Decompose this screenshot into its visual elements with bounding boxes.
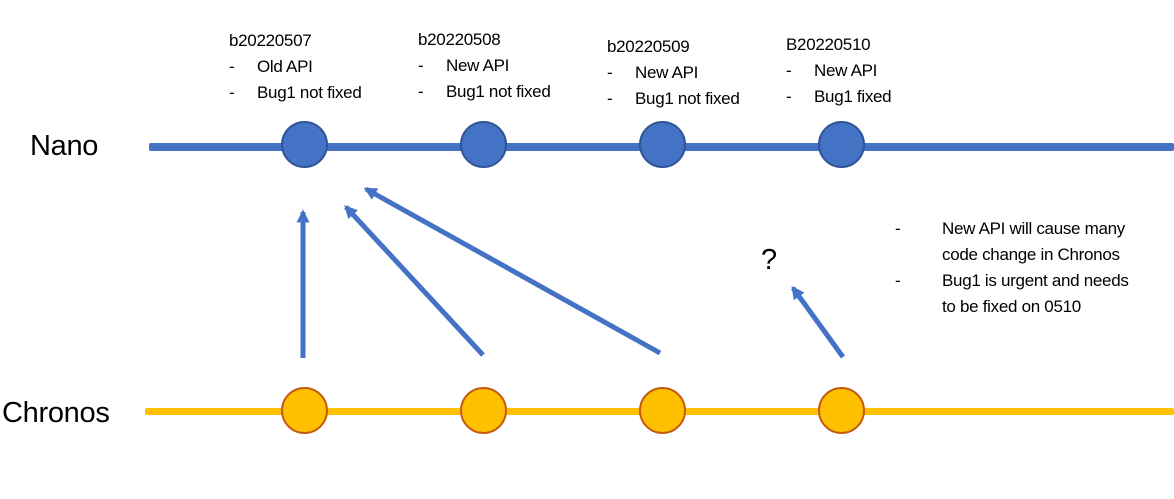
timeline-label-chronos: Chronos — [2, 397, 110, 429]
build-bullet: - New API — [418, 53, 551, 79]
build-bullet: - Bug1 fixed — [786, 84, 892, 110]
side-note: - New API will cause many code change in… — [895, 216, 1129, 320]
note-line: code change in Chronos — [942, 245, 1120, 264]
note-line: New API will cause many — [942, 219, 1126, 238]
build-block-b20220508: b20220508 - New API - Bug1 not fixed — [418, 27, 551, 105]
build-title: b20220508 — [418, 30, 501, 49]
bullet-dash: - — [418, 56, 424, 75]
bullet-dash: - — [786, 61, 792, 80]
bullet-dash: - — [229, 57, 235, 76]
question-mark: ? — [761, 244, 778, 276]
timeline-label-nano: Nano — [30, 130, 99, 162]
chronos-node-2 — [460, 387, 507, 434]
build-title: B20220510 — [786, 35, 871, 54]
nano-node-B20220510 — [818, 121, 865, 168]
merge-arrow-chronos2-to-nano1 — [344, 205, 485, 357]
bullet-text: Bug1 not fixed — [257, 83, 362, 102]
bullet-dash: - — [786, 87, 792, 106]
build-title: b20220507 — [229, 31, 312, 50]
chronos-node-3 — [639, 387, 686, 434]
nano-node-b20220507 — [281, 121, 328, 168]
nano-node-b20220509 — [639, 121, 686, 168]
bullet-text: New API — [446, 56, 510, 75]
build-bullet: - New API — [786, 58, 891, 84]
build-block-b20220509: b20220509 - New API - Bug1 not fixed — [607, 34, 740, 112]
nano-node-b20220508 — [460, 121, 507, 168]
bullet-dash: - — [229, 83, 235, 102]
bullet-text: Bug1 not fixed — [446, 82, 551, 101]
build-bullet: - Bug1 not fixed — [229, 80, 362, 106]
chronos-node-4 — [818, 387, 865, 434]
bullet-text: Bug1 not fixed — [635, 89, 740, 108]
build-block-B20220510: B20220510 - New API - Bug1 fixed — [786, 32, 892, 110]
build-bullet: - Old API — [229, 54, 362, 80]
bullet-dash: - — [895, 219, 901, 238]
merge-arrow-chronos3-to-nano1 — [363, 186, 662, 356]
build-bullet: - Bug1 not fixed — [607, 86, 740, 112]
note-text: New API will cause many code change in C… — [942, 216, 1125, 268]
build-bullet: - Bug1 not fixed — [418, 79, 551, 105]
build-bullet: - New API — [607, 60, 740, 86]
chronos-node-1 — [281, 387, 328, 434]
bullet-dash: - — [895, 271, 901, 290]
bullet-text: New API — [635, 63, 699, 82]
note-line: Bug1 is urgent and needs — [942, 271, 1129, 290]
bullet-dash: - — [607, 89, 613, 108]
note-bullet: - Bug1 is urgent and needs to be fixed o… — [895, 268, 1129, 320]
bullet-text: New API — [814, 61, 878, 80]
note-bullet: - New API will cause many code change in… — [895, 216, 1129, 268]
bullet-text: Old API — [257, 57, 313, 76]
build-title: b20220509 — [607, 37, 690, 56]
build-block-b20220507: b20220507 - Old API - Bug1 not fixed — [229, 28, 362, 106]
bullet-dash: - — [418, 82, 424, 101]
merge-arrow-chronos4-to-question — [790, 285, 846, 359]
note-text: Bug1 is urgent and needs to be fixed on … — [942, 268, 1129, 320]
bullet-dash: - — [607, 63, 613, 82]
note-line: to be fixed on 0510 — [942, 297, 1081, 316]
bullet-text: Bug1 fixed — [814, 87, 892, 106]
